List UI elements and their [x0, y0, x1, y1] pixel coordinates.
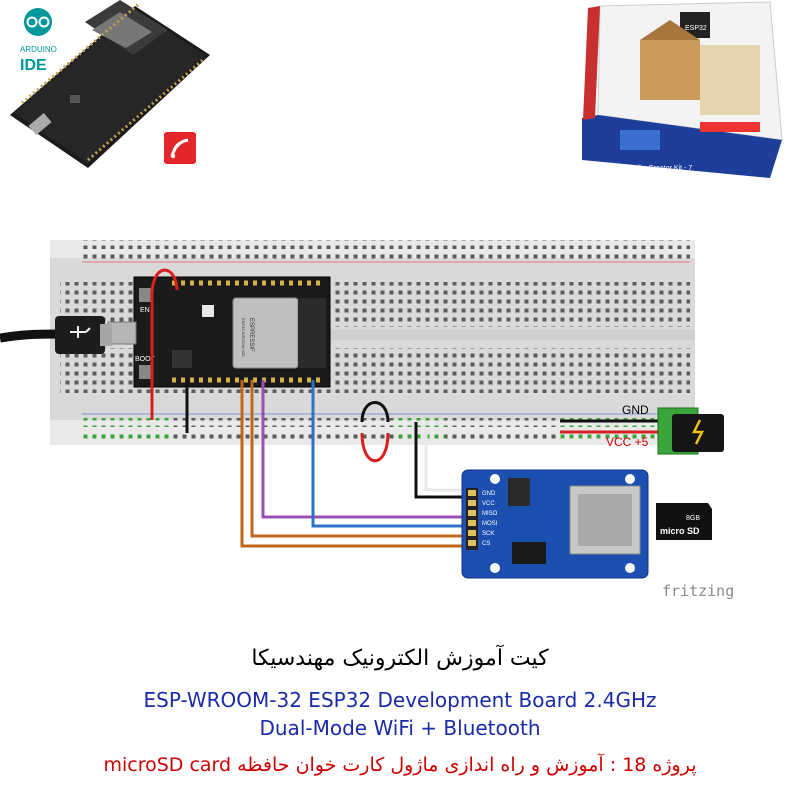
esp32-chip-brand: ESPRESSIF — [248, 318, 254, 352]
microsd-card: 8GB micro SD — [656, 503, 712, 540]
sd-pin-mosi: MOSI — [482, 521, 498, 527]
kit-box-subtitle: Mohandesika Creator Kit - 7 — [605, 165, 692, 172]
kit-box-chip-label: ESP32 — [685, 25, 707, 32]
power-jack: GND VCC +5 — [606, 403, 724, 455]
title-persian: کیت آموزش الکترونیک مهندسیکا — [251, 646, 549, 671]
microsd-module: GND VCC MISO MOSI SCK CS — [461, 469, 649, 579]
sd-pin-vcc: VCC — [482, 501, 495, 507]
project-description: پروژه 18 : آموزش و راه اندازی ماژول کارت… — [103, 754, 697, 776]
kit-box-image: ESP32 Mohandesika Creator Kit - 7 — [582, 1, 783, 178]
vcc-label: VCC +5 — [606, 435, 649, 449]
gnd-label: GND — [622, 403, 649, 417]
wires — [150, 268, 660, 548]
sd-pin-gnd: GND — [482, 491, 496, 497]
esp32-board-photo — [10, 0, 210, 168]
sd-pin-cs: CS — [482, 541, 490, 547]
esp32-en-label: EN — [140, 307, 150, 314]
arduino-ide-logo: ARDUINO IDE — [20, 8, 57, 74]
arduino-logo-line1: ARDUINO — [20, 45, 57, 54]
arduino-logo-line2: IDE — [20, 57, 47, 74]
usb-cable — [0, 316, 112, 354]
sd-pin-sck: SCK — [482, 531, 494, 537]
sd-pin-miso: MISO — [482, 511, 498, 517]
esp32-module: ESPRESSIF ESP32-WROOM-32D EN BOOT — [107, 276, 331, 388]
esp32-chip-model: ESP32-WROOM-32D — [241, 318, 246, 357]
sd-card-size: 8GB — [686, 515, 700, 522]
espressif-logo — [164, 132, 196, 164]
title-english-line1: ESP-WROOM-32 ESP32 Development Board 2.4… — [143, 688, 657, 712]
sd-card-brand: micro SD — [660, 526, 700, 536]
esp32-boot-label: BOOT — [135, 356, 156, 363]
fritzing-watermark: fritzing — [662, 582, 735, 600]
title-english-line2: Dual-Mode WiFi + Bluetooth — [259, 716, 541, 740]
